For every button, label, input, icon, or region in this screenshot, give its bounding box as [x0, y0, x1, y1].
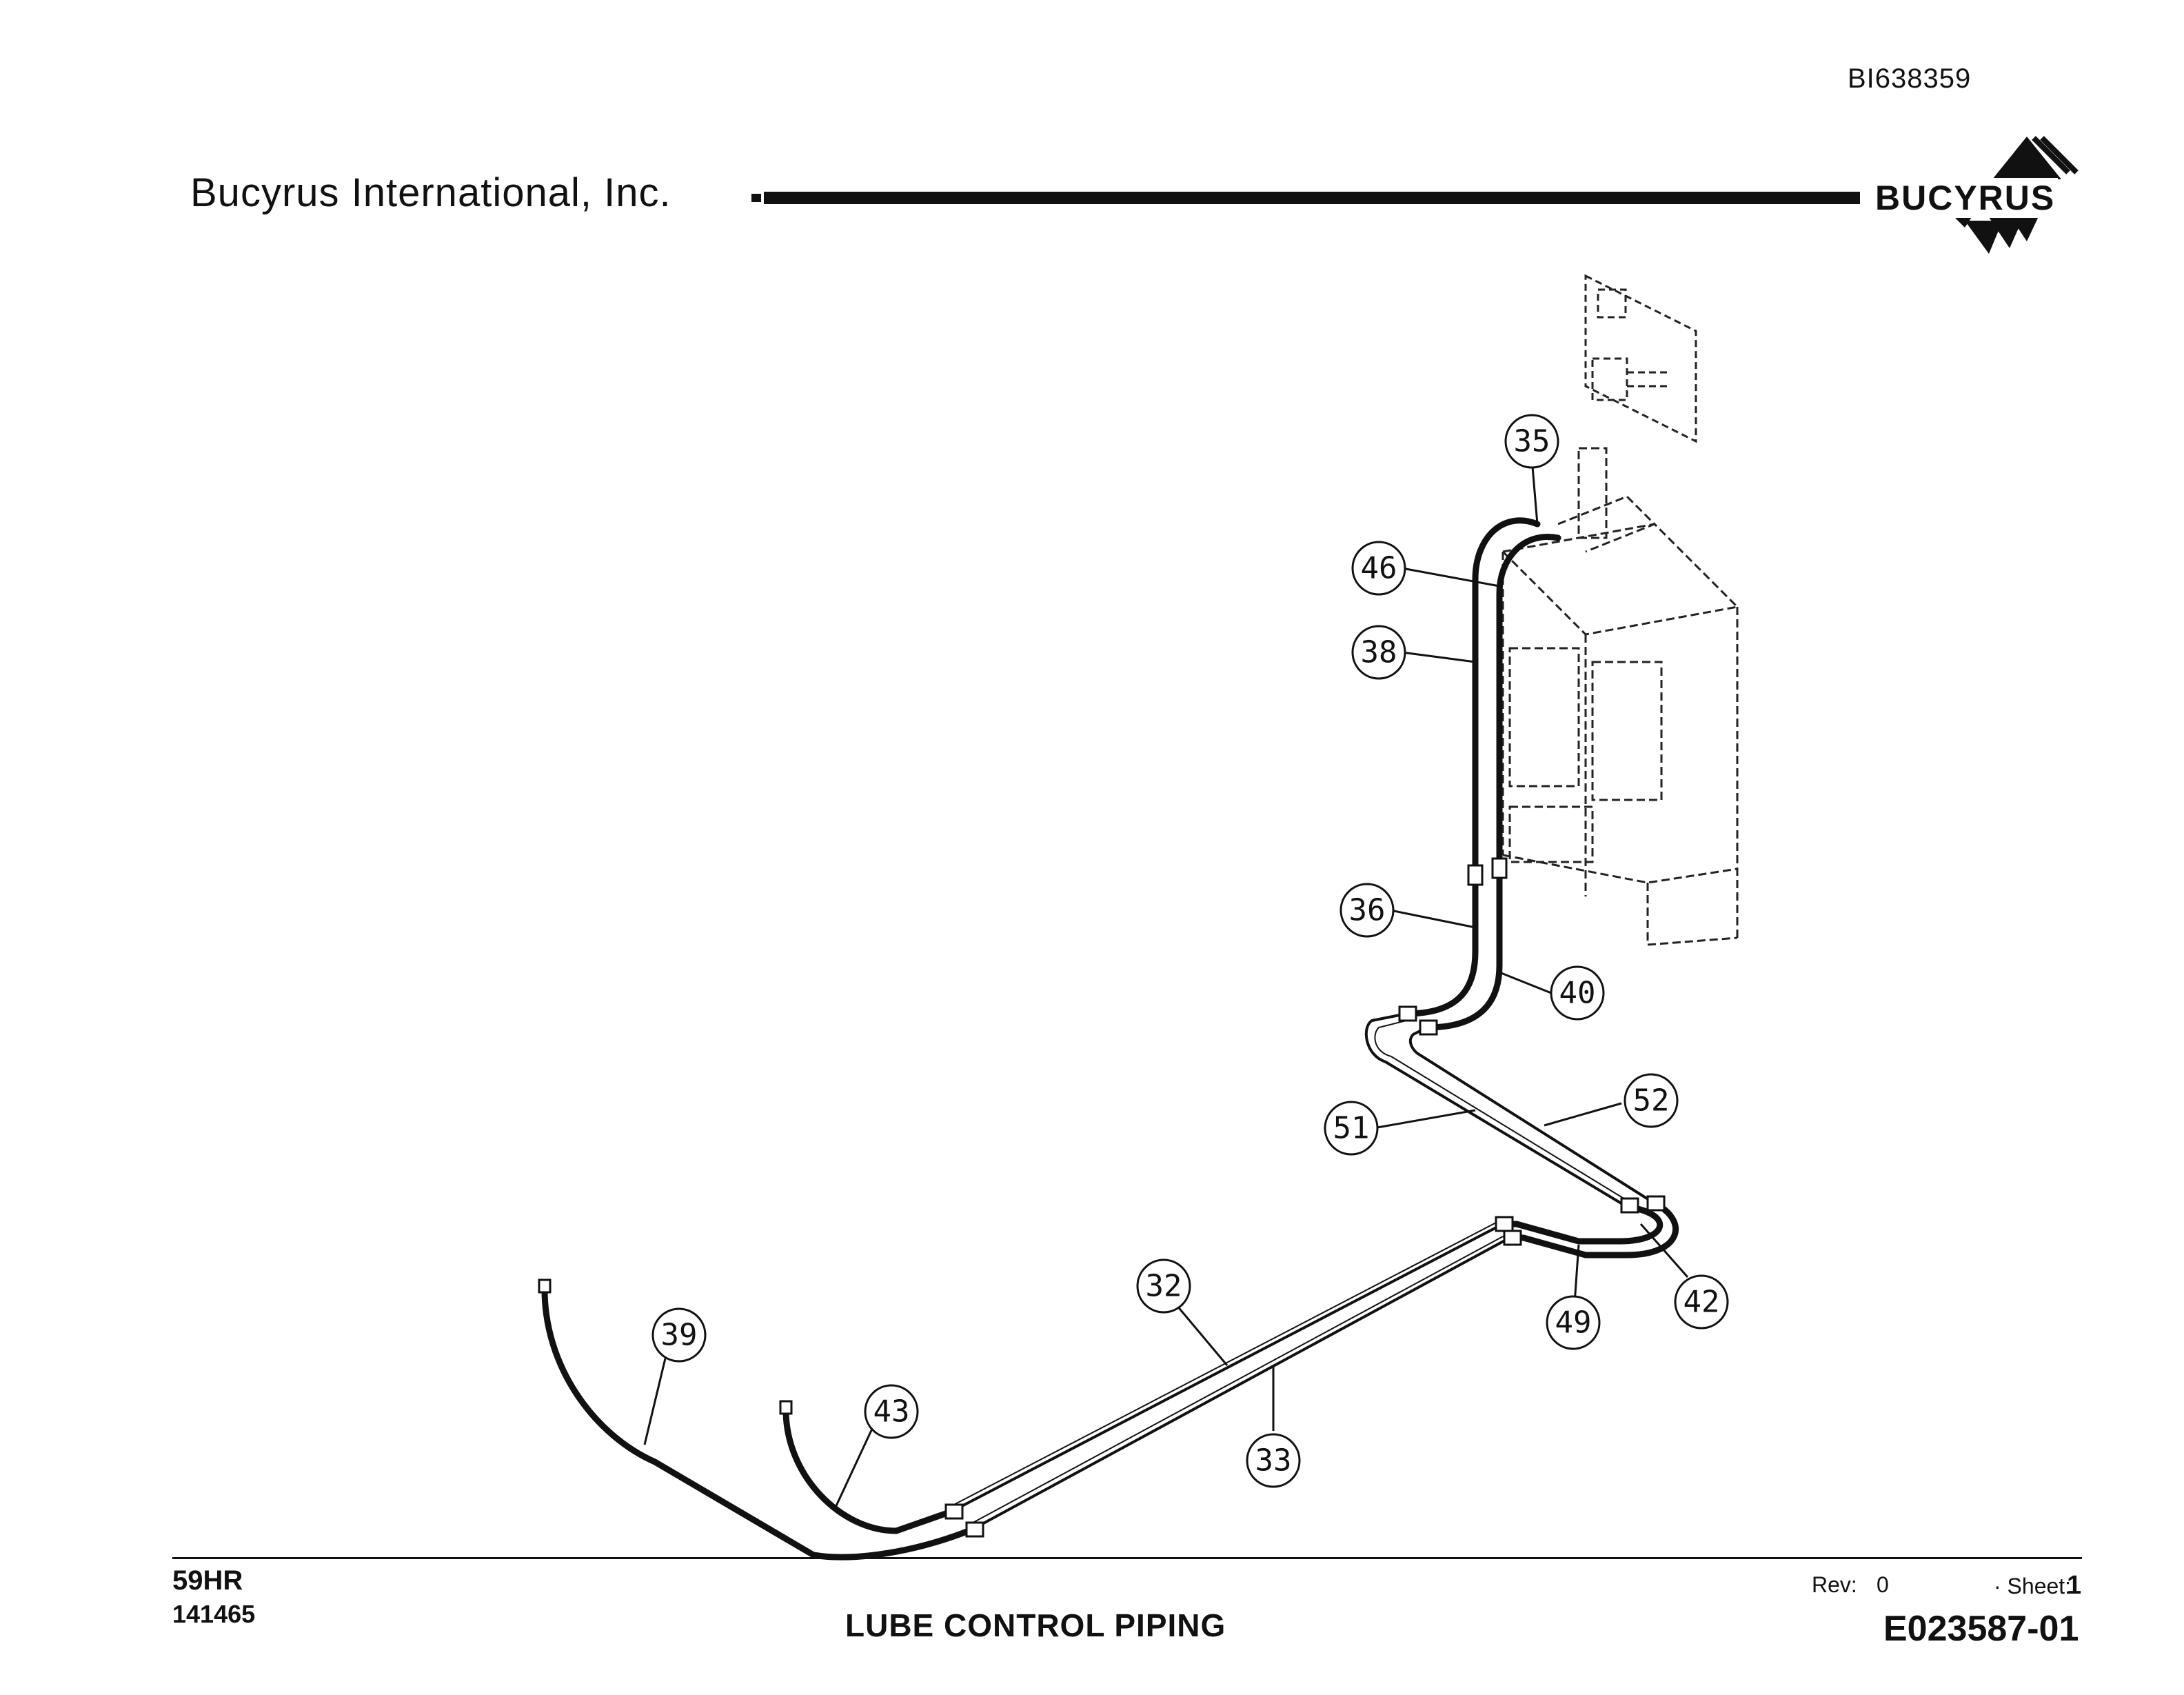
callout-38: 38: [1351, 625, 1406, 680]
control-panel: [1584, 274, 1697, 443]
header-rule: [764, 192, 1860, 204]
sheet-value: 1: [2067, 1571, 2082, 1600]
callout-40: 40: [1550, 965, 1605, 1021]
svg-text:38: 38: [1361, 635, 1397, 670]
svg-text:35: 35: [1514, 424, 1550, 459]
callout-32: 32: [1136, 1258, 1191, 1314]
svg-text:33: 33: [1255, 1443, 1292, 1478]
revision-label: Rev:: [1812, 1572, 1857, 1597]
document-id: BI638359: [1848, 63, 1972, 94]
svg-text:39: 39: [661, 1318, 698, 1353]
callout-33: 33: [1246, 1433, 1301, 1488]
sheet-label: · Sheet:: [1994, 1574, 2072, 1598]
revision-value: 0: [1877, 1572, 1889, 1597]
footer-rule: [172, 1557, 2082, 1559]
drawing-title: LUBE CONTROL PIPING: [845, 1607, 1226, 1643]
svg-text:51: 51: [1333, 1111, 1370, 1146]
svg-text:32: 32: [1146, 1269, 1182, 1304]
callout-52: 52: [1624, 1073, 1679, 1128]
svg-text:46: 46: [1361, 551, 1397, 586]
fittings: [538, 857, 1666, 1538]
svg-text:49: 49: [1555, 1305, 1592, 1341]
callout-43: 43: [864, 1384, 919, 1439]
callout-36: 36: [1339, 883, 1395, 938]
callout-51: 51: [1324, 1101, 1379, 1156]
header-rule-stub: [751, 194, 761, 202]
logo-wordmark: BUCYRUS: [1872, 178, 2059, 218]
svg-text:43: 43: [873, 1394, 910, 1430]
callout-49: 49: [1546, 1295, 1601, 1350]
callout-46: 46: [1351, 541, 1406, 596]
svg-text:52: 52: [1633, 1083, 1670, 1119]
callout-39: 39: [651, 1307, 707, 1363]
leader-lines: [643, 458, 1689, 1511]
drawing-number: E023587-01: [1883, 1609, 2079, 1649]
svg-text:42: 42: [1684, 1285, 1720, 1320]
company-name: Bucyrus International, Inc.: [190, 170, 671, 215]
model-number: 59HR: [172, 1565, 243, 1596]
serial-number: 141465: [172, 1600, 256, 1628]
svg-text:36: 36: [1349, 893, 1386, 928]
callout-42: 42: [1674, 1274, 1729, 1330]
piping: [541, 517, 1679, 1561]
callout-35: 35: [1504, 414, 1559, 469]
lube-cabinet: [1500, 447, 1740, 946]
svg-text:40: 40: [1559, 976, 1596, 1011]
